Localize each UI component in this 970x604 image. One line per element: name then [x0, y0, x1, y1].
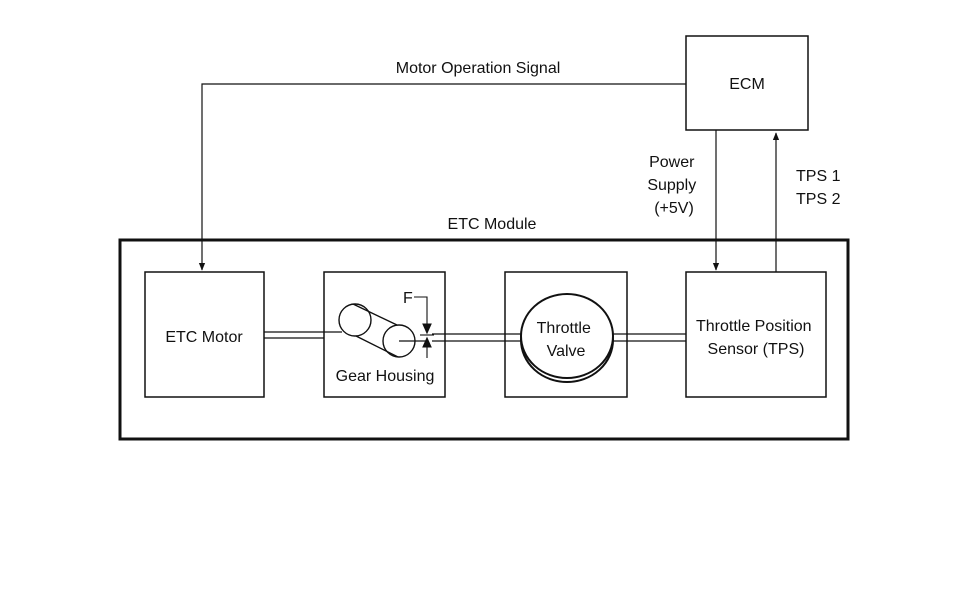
ecm-box — [685, 35, 809, 131]
throttle-shaft-right — [612, 333, 686, 342]
power-supply-label: Power Supply (+5V) — [647, 154, 700, 217]
etc-module-label: ETC Module — [448, 216, 537, 233]
motor-operation-signal-label: Motor Operation Signal — [396, 60, 561, 77]
tps-block-label-line-1: Throttle Position — [696, 318, 812, 335]
power-supply-label-line-2: Supply — [647, 177, 696, 194]
tps-signal-label: TPS 1 TPS 2 — [796, 168, 845, 208]
ecm-label: ECM — [729, 76, 765, 93]
gear-housing-label: Gear Housing — [336, 368, 435, 385]
tps-block-label: Throttle Position Sensor (TPS) — [696, 318, 816, 358]
power-supply-label-line-3: (+5V) — [654, 200, 694, 217]
motor-shaft — [264, 331, 342, 339]
throttle-valve-label-line-1: Throttle — [537, 320, 591, 337]
force-arrows-icon — [414, 296, 434, 358]
throttle-plate — [520, 293, 614, 379]
gear-icon — [338, 303, 416, 358]
throttle-shaft-left — [432, 333, 521, 342]
motor-operation-signal-line — [198, 83, 686, 271]
tps-signal-label-line-2: TPS 2 — [796, 191, 841, 208]
tps-block-label-line-2: Sensor (TPS) — [708, 341, 805, 358]
tps-box — [685, 271, 827, 398]
etc-module-box — [118, 238, 850, 441]
etc-motor-box — [144, 271, 265, 398]
force-label: F — [403, 290, 413, 307]
etc-motor-label: ETC Motor — [165, 329, 243, 346]
throttle-valve-label: Throttle Valve — [537, 320, 596, 360]
power-supply-label-line-1: Power — [649, 154, 695, 171]
throttle-valve-label-line-2: Valve — [547, 343, 586, 360]
tps-signal-label-line-1: TPS 1 — [796, 168, 841, 185]
